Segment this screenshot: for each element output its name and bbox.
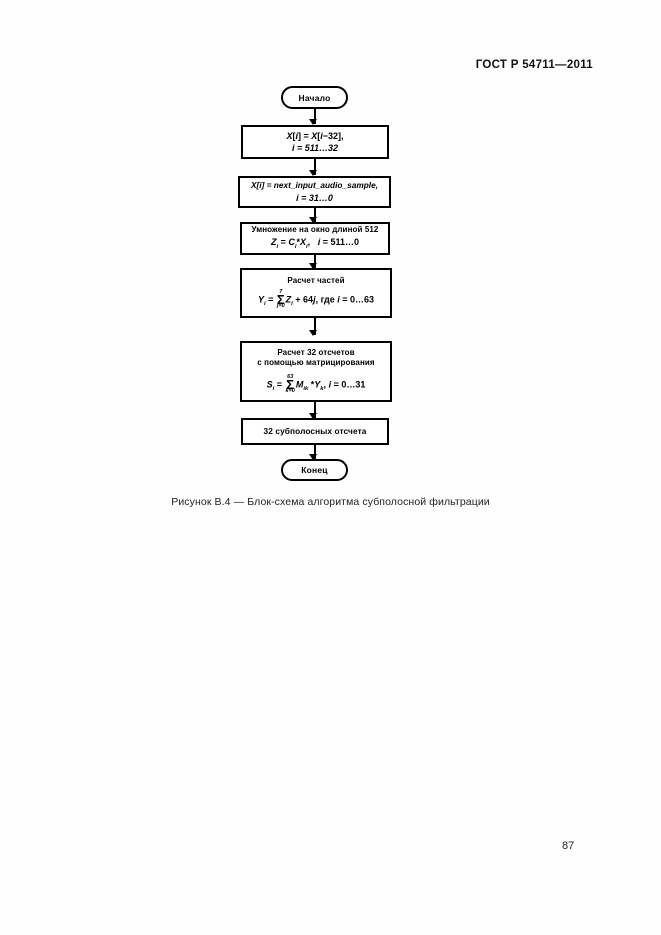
connector-shift-to-input [314,159,317,175]
window-title: Умножение на окно длиной 512 [251,225,379,235]
matrix-title-line1: Расчет 32 отсчетов [277,347,355,357]
flowchart-node-shift-buffer: X[i] = X[i−32], i = 511…32 [241,125,389,159]
matrix-title-line2: с помощью матрицирования [257,358,375,368]
flowchart-node-read-input-samples: X[i] = next_input_audio_sample, i = 31…0 [238,176,391,208]
output-label: 32 субполосных отсчета [263,425,367,436]
flowchart-node-start: Начало [281,86,348,109]
arrowhead-partial-to-matrix [309,330,317,336]
arrowhead-shift-to-input [309,170,317,176]
arrowhead-output-to-end [309,454,317,460]
connector-window-to-partial [314,255,317,268]
input-formula-line1: X[i] = next_input_audio_sample, [250,180,379,191]
connector-output-to-end [314,445,317,459]
flowchart-subband-filtering: Начало X[i] = X[i−32], i = 511…32 X[i] =… [238,86,392,481]
end-label: Конец [301,465,328,475]
flowchart-node-matrixing: Расчет 32 отсчетов с помощью матрицирова… [240,341,392,402]
arrowhead-window-to-partial [309,263,317,269]
document-header-standard-number: ГОСТ Р 54711—2011 [475,59,593,71]
flowchart-node-end: Конец [281,459,348,481]
input-formula-line2: i = 31…0 [296,192,333,203]
connector-start-to-shift [314,109,317,124]
connector-input-to-window [314,208,317,222]
figure-caption: Рисунок В.4 — Блок-схема алгоритма субпо… [171,496,490,508]
arrowhead-input-to-window [309,217,317,223]
arrowhead-matrix-to-output [309,413,317,419]
flowchart-node-window-multiply: Умножение на окно длиной 512 Zi = Ci*Xi,… [240,222,390,255]
shift-formula-line1: X[i] = X[i−32], [286,130,344,141]
window-formula: Zi = Ci*Xi, i = 511…0 [271,237,359,250]
shift-formula-line2: i = 511…32 [291,143,339,153]
partial-title: Расчет частей [287,275,345,285]
connector-matrix-to-output [314,402,317,418]
page-number: 87 [562,840,575,852]
flowchart-node-output-subband-samples: 32 субполосных отсчета [241,418,389,445]
connector-partial-to-matrix [314,318,317,335]
start-label: Начало [298,92,331,103]
arrowhead-start-to-shift [309,119,317,125]
